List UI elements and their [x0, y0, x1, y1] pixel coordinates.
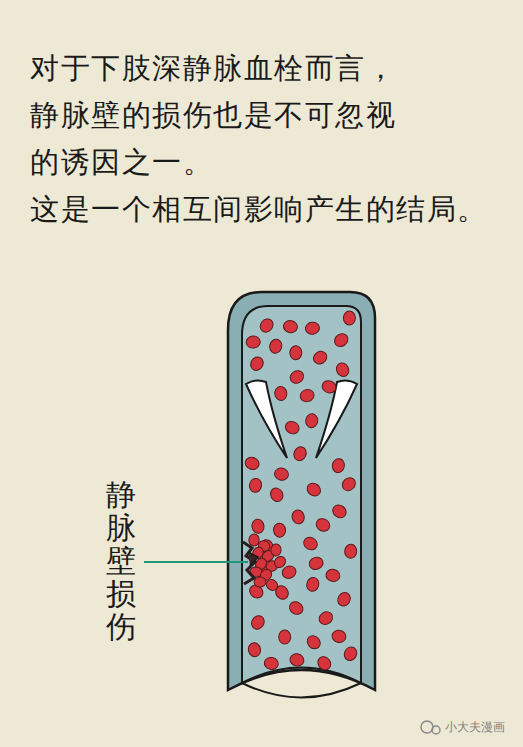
blood-cell [314, 516, 332, 533]
blood-cell [335, 590, 353, 608]
watermark: 小大夫漫画 [445, 720, 505, 734]
blood-cell [248, 355, 265, 373]
blood-cell [315, 654, 333, 672]
blood-cells [244, 311, 360, 673]
vein-opening [242, 683, 361, 698]
blood-cell [258, 316, 276, 334]
blood-cell [248, 477, 262, 493]
watermark-icon [432, 726, 440, 734]
blood-cell [342, 645, 359, 663]
blood-cell [332, 331, 350, 349]
blood-cell [305, 481, 323, 499]
blood-cell [249, 613, 267, 631]
heading-text: 这是一个相互间影响产生的结局。 [30, 186, 488, 233]
blood-cell [272, 554, 287, 570]
blood-cell [301, 535, 319, 552]
blood-cell [305, 633, 323, 651]
blood-cell [291, 509, 306, 526]
blood-cell [292, 445, 309, 463]
blood-cell [268, 338, 283, 355]
leader-line [144, 561, 248, 563]
heading-text: 对于下肢深静脉血栓而言， 静脉壁的损伤也是不可忽视 的诱因之一。 [30, 45, 500, 186]
valve-leaflet [246, 380, 287, 458]
blood-cell [264, 577, 280, 592]
blood-cell [270, 544, 281, 557]
blood-cell [325, 568, 341, 583]
blood-cell [331, 629, 347, 644]
blood-cell [273, 523, 286, 538]
blood-cell [317, 609, 335, 627]
blood-cell [299, 388, 316, 404]
blood-cell [287, 599, 305, 617]
blood-cell [263, 656, 279, 670]
blood-cell [320, 379, 337, 395]
blood-cell [305, 413, 319, 428]
blood-cell [344, 544, 357, 559]
blood-cell [305, 321, 321, 335]
blood-cell [274, 386, 288, 402]
blood-cell [305, 576, 320, 593]
wall-damage [248, 552, 258, 566]
blood-cell [331, 457, 346, 473]
blood-cell [268, 486, 285, 504]
blood-cell [311, 349, 329, 367]
blood-cell [247, 642, 262, 658]
blood-cell [289, 652, 305, 667]
valve-leaflet [316, 380, 357, 458]
vein-wall [228, 292, 375, 690]
watermark-icon [421, 721, 433, 733]
blood-cell [288, 368, 306, 386]
blood-cell [330, 502, 348, 520]
blood-cell [273, 467, 290, 482]
vein-lumen [242, 306, 361, 683]
blood-cell [244, 455, 261, 471]
blood-cell [340, 475, 358, 493]
blood-cell [282, 319, 298, 334]
blood-cell [246, 335, 261, 348]
blood-cell [343, 311, 355, 325]
blood-cell [289, 345, 302, 360]
part-label: 静脉壁损伤 [106, 478, 136, 643]
blood-cell [334, 361, 351, 379]
blood-cell [308, 555, 325, 571]
blood-cell [279, 630, 291, 644]
blood-cell [283, 419, 301, 436]
blood-cell [251, 519, 265, 534]
